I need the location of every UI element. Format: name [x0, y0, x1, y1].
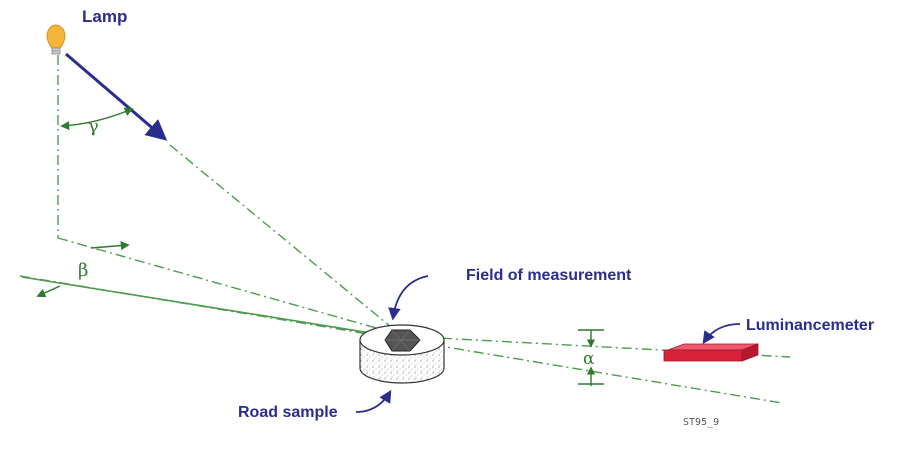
beta-angle-marker: [36, 241, 130, 298]
gamma-angle-marker: [60, 107, 134, 131]
luminancemeter-leader: [702, 323, 741, 345]
lamp-ground-projection-line: [57, 237, 409, 338]
upper-reference-line: [21, 276, 403, 339]
lamp-label: Lamp: [82, 7, 127, 26]
road-sample-label: Road sample: [238, 404, 338, 421]
road-sample-leader: [355, 389, 392, 413]
lamp-icon: [46, 24, 66, 55]
beta-symbol: β: [78, 260, 88, 281]
alpha-angle-marker: [578, 329, 604, 386]
road-sample-icon: [359, 324, 445, 384]
alpha-symbol: α: [583, 349, 595, 369]
light-ray-arrow: [65, 52, 168, 141]
field-of-measurement-leader: [388, 275, 429, 321]
luminancemeter-label: Luminancemeter: [746, 317, 874, 334]
field-of-measurement-label: Field of measurement: [466, 267, 632, 284]
gamma-symbol: γ: [88, 116, 99, 137]
figure-code: ST95_9: [683, 417, 719, 428]
luminancemeter-icon: [663, 343, 759, 362]
